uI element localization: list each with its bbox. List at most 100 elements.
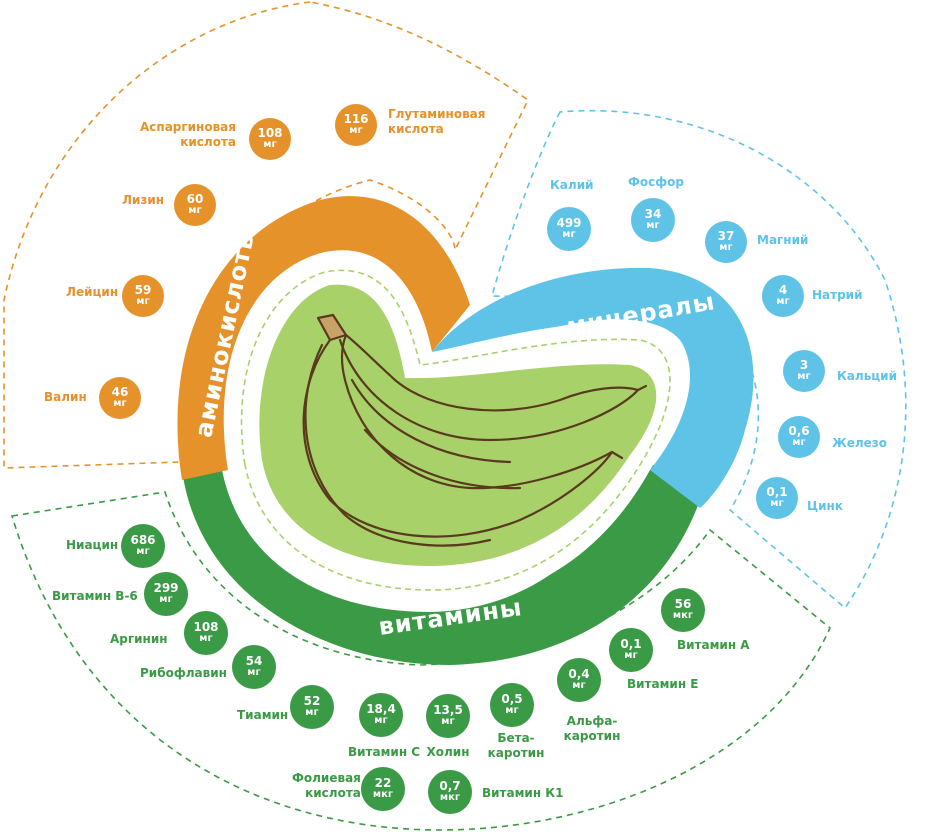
vitamin-value: 13,5 (433, 703, 463, 718)
amino-badge: 60 мг (174, 184, 216, 226)
mineral-badge: 34 мг (631, 198, 675, 242)
mineral-label: Магний (757, 233, 809, 247)
vitamin-label: Витамин Е (627, 677, 699, 691)
mineral-value: 37 (717, 229, 735, 244)
amino-badge: 116 мг (335, 104, 377, 146)
vitamin-badge: 54 мг (232, 645, 276, 689)
amino-unit: мг (263, 139, 277, 151)
amino-label: Аспаргиновая кислота (140, 120, 236, 149)
vitamin-value: 108 (193, 620, 219, 635)
amino-unit: мг (113, 398, 127, 410)
minerals-dashed-sector (490, 109, 907, 610)
amino-value: 59 (134, 283, 152, 298)
mineral-unit: мг (562, 229, 576, 241)
amino-unit: мг (349, 125, 363, 137)
amino-value: 108 (257, 126, 283, 141)
vitamin-badge: 52 мг (290, 685, 334, 729)
vitamin-unit: мг (247, 667, 261, 679)
mineral-label: Кальций (837, 369, 897, 383)
vitamin-value: 22 (374, 776, 392, 791)
mineral-badge: 3 мг (783, 350, 825, 392)
vitamin-badge: 0,7 мкг (428, 770, 472, 814)
vitamin-label: Аргинин (110, 632, 168, 646)
vitamin-unit: мг (305, 707, 319, 719)
vitamin-label: Холин (426, 745, 470, 759)
vitamin-unit: мг (572, 680, 586, 692)
vitamin-label: Ниацин (66, 538, 119, 552)
amino-badge: 59 мг (122, 275, 164, 317)
mineral-unit: мг (776, 296, 790, 308)
amino-unit: мг (188, 205, 202, 217)
mineral-unit: мг (797, 371, 811, 383)
vitamin-value: 0,5 (501, 692, 523, 707)
vitamins-dashed-sector (10, 491, 831, 831)
mineral-value: 0,6 (788, 424, 810, 439)
mineral-label: Цинк (807, 499, 843, 513)
vitamin-label: Витамин В-6 (52, 589, 138, 603)
amino-label: Лейцин (66, 285, 119, 299)
vitamin-label: Альфа- каротин (563, 714, 621, 743)
vitamins-band (182, 455, 700, 665)
mineral-label: Калий (550, 178, 594, 192)
vitamin-badge: 108 мг (184, 611, 228, 655)
vitamin-label: Витамин К1 (482, 786, 564, 800)
vitamin-value: 686 (130, 533, 156, 548)
vitamin-badge: 56 мкг (661, 588, 705, 632)
mineral-badge: 0,6 мг (778, 416, 820, 458)
vitamin-badge: 0,1 мг (609, 628, 653, 672)
amino-unit: мг (136, 296, 150, 308)
mineral-value: 3 (799, 358, 809, 373)
mineral-unit: мг (719, 242, 733, 254)
amino-band (177, 196, 470, 481)
vitamin-label: Витамин С (348, 745, 421, 759)
amino-badge: 46 мг (99, 377, 141, 419)
vitamin-badge: 686 мг (121, 524, 165, 568)
amino-value: 46 (111, 385, 129, 400)
mineral-badge: 499 мг (547, 207, 591, 251)
vitamin-label: Витамин А (677, 638, 750, 652)
inner-dashed-outline (240, 269, 671, 591)
mineral-value: 4 (778, 283, 788, 298)
vitamin-badge: 299 мг (144, 572, 188, 616)
vitamin-unit: мкг (439, 792, 461, 804)
mineral-label: Железо (832, 436, 887, 450)
vitamin-value: 56 (674, 597, 692, 612)
vitamin-badge: 0,5 мг (490, 683, 534, 727)
mineral-value: 0,1 (766, 485, 788, 500)
mineral-badge: 4 мг (762, 275, 804, 317)
banana-background (259, 284, 657, 566)
mineral-value: 34 (644, 207, 662, 222)
vitamin-value: 54 (245, 654, 263, 669)
vitamin-unit: мкг (672, 610, 694, 622)
banana-illustration (302, 313, 648, 547)
vitamin-unit: мг (136, 546, 150, 558)
vitamin-badge: 22 мкг (361, 767, 405, 811)
vitamin-badge: 18,4 мг (359, 693, 403, 737)
mineral-label: Натрий (812, 288, 863, 302)
mineral-badge: 0,1 мг (756, 477, 798, 519)
vitamin-label: Бета- каротин (487, 731, 545, 760)
vitamin-unit: мг (624, 650, 638, 662)
mineral-unit: мг (792, 437, 806, 449)
vitamin-badge: 13,5 мг (426, 694, 470, 738)
amino-label: Лизин (122, 193, 165, 207)
vitamin-value: 0,4 (568, 667, 590, 682)
amino-label: Валин (44, 390, 87, 404)
vitamin-value: 18,4 (366, 702, 396, 717)
vitamin-unit: мг (199, 633, 213, 645)
amino-value: 116 (343, 112, 369, 127)
vitamin-label: Фолиевая кислота (292, 771, 361, 800)
vitamin-value: 52 (303, 694, 321, 709)
minerals-band (430, 267, 754, 508)
amino-label: Глутаминовая кислота (388, 107, 486, 136)
amino-badge: 108 мг (249, 118, 291, 160)
mineral-badge: 37 мг (705, 221, 747, 263)
mineral-unit: мг (646, 220, 660, 232)
vitamin-label: Тиамин (237, 708, 289, 722)
mineral-value: 499 (556, 216, 582, 231)
vitamin-unit: мг (159, 594, 173, 606)
vitamin-badge: 0,4 мг (557, 658, 601, 702)
vitamin-label: Рибофлавин (140, 666, 227, 680)
